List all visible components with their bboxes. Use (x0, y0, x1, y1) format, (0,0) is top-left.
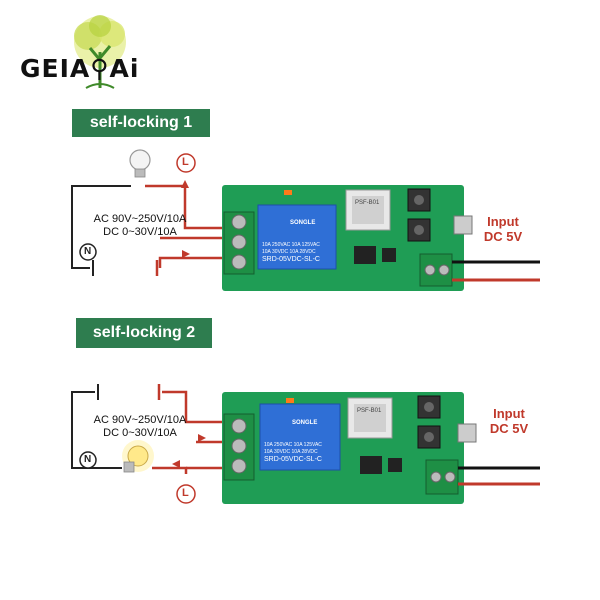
relay-brand-2: SONGLE (292, 420, 318, 426)
logo-text: GEIA⚲Ai (20, 54, 140, 83)
section-1-circuit (71, 149, 540, 291)
section-2-circuit (71, 384, 540, 504)
l-marker-text-1: L (182, 156, 189, 168)
module-label-2: PSF-B01 (357, 408, 382, 414)
arrow-right-icon (182, 250, 190, 258)
l-marker-text-2: L (182, 487, 189, 499)
l-marker-icon (176, 153, 196, 173)
logo-tree-icon (74, 15, 126, 89)
relay-model-1: SRD-05VDC-SL-C (262, 256, 320, 263)
relay-model-2: SRD-05VDC-SL-C (264, 456, 322, 463)
n-marker-text-1: N (84, 246, 92, 257)
relay-rating-2a: 10A 250VAC 10A 125VAC (264, 442, 322, 448)
relay-rating-2b: 10A 30VDC 10A 28VDC (264, 449, 318, 455)
section-title-2: self-locking 2 (76, 318, 212, 348)
n-marker-icon (79, 451, 97, 469)
light-bulb-lit-icon (122, 440, 154, 473)
relay-board-2 (222, 392, 477, 504)
spec-label-1: AC 90V~250V/10A DC 0~30V/10A (80, 213, 200, 239)
relay-brand-1: SONGLE (290, 220, 316, 226)
input-text-1: Input (487, 214, 519, 229)
l-marker-icon (176, 484, 196, 504)
relay-rating-2: 10A 250VAC 10A 125VAC 10A 30VDC 10A 28VD… (264, 442, 322, 463)
n-marker-text-2: N (84, 454, 92, 465)
spec-dc-2: DC 0~30V/10A (103, 427, 177, 439)
relay-rating-1: 10A 250VAC 10A 125VAC 10A 30VDC 10A 28VD… (262, 242, 320, 263)
input-label-1: Input DC 5V (478, 214, 528, 244)
input-label-2: Input DC 5V (484, 406, 534, 436)
spec-label-2: AC 90V~250V/10A DC 0~30V/10A (80, 414, 200, 440)
relay-rating-1b: 10A 30VDC 10A 28VDC (262, 249, 316, 255)
input-voltage-2: DC 5V (489, 421, 529, 436)
spec-ac-2: AC 90V~250V/10A (93, 414, 187, 426)
arrow-right-icon (198, 434, 206, 442)
input-voltage-1: DC 5V (483, 229, 523, 244)
input-text-2: Input (493, 406, 525, 421)
relay-board-1 (222, 185, 473, 291)
arrow-left-icon (172, 460, 180, 468)
section-title-1: self-locking 1 (72, 109, 210, 137)
n-marker-icon (79, 243, 97, 261)
module-label-1: PSF-B01 (355, 200, 380, 206)
arrow-up-icon (181, 180, 189, 188)
spec-dc-1: DC 0~30V/10A (103, 226, 177, 238)
spec-ac-1: AC 90V~250V/10A (93, 213, 187, 225)
relay-rating-1a: 10A 250VAC 10A 125VAC (262, 242, 320, 248)
light-bulb-icon (129, 149, 151, 178)
